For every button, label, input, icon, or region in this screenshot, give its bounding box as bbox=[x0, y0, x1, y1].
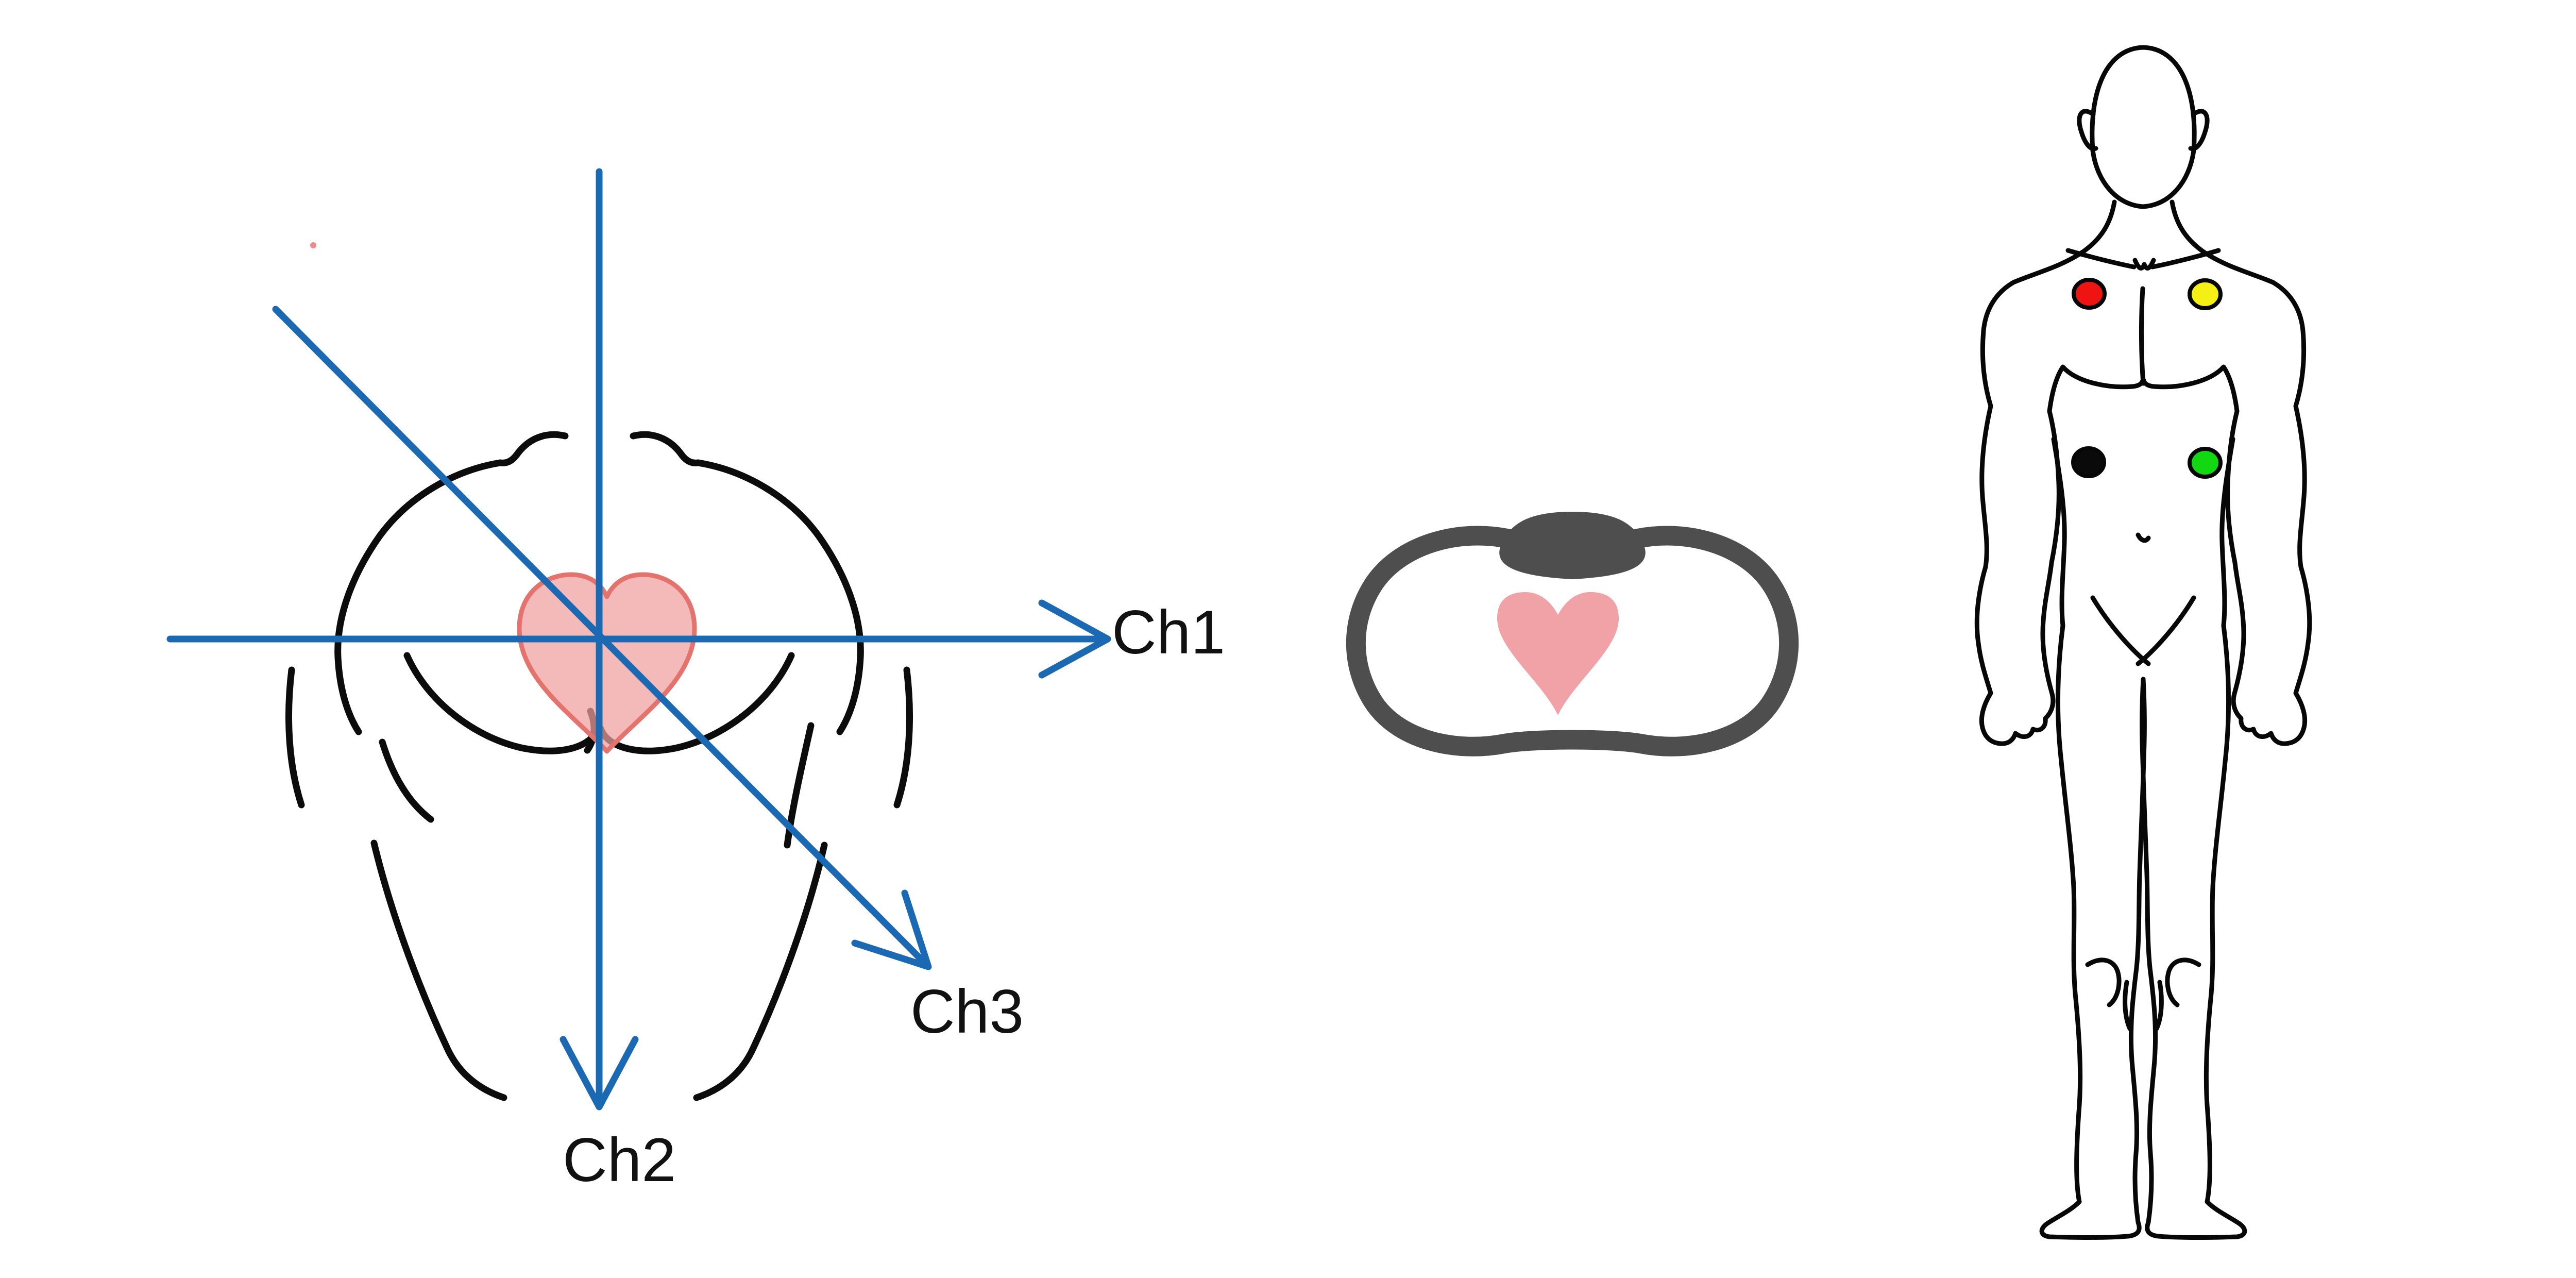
shoulder-right-line bbox=[694, 459, 864, 735]
body-right-half bbox=[2138, 111, 2310, 1237]
black-electrode bbox=[2071, 446, 2106, 478]
hip-crease-left-line bbox=[2093, 598, 2148, 664]
stray-pink-dot bbox=[310, 242, 316, 248]
torso-outline bbox=[285, 431, 913, 1101]
red-electrode bbox=[2072, 278, 2107, 310]
ch3-arrowhead-icon bbox=[851, 889, 932, 970]
leg-left-outline bbox=[2042, 626, 2144, 1237]
chest-cross-section bbox=[1346, 511, 1799, 756]
ch1-arrowhead-icon bbox=[1038, 599, 1111, 679]
shoulder-left-line bbox=[334, 459, 504, 735]
head-outline bbox=[2090, 45, 2197, 209]
body-electrode-diagram bbox=[1977, 45, 2310, 1237]
arm-right-outline bbox=[2228, 282, 2310, 744]
ch2-arrowhead-icon bbox=[560, 1036, 639, 1111]
knee-right-inner-detail bbox=[2157, 982, 2161, 1029]
knee-left-inner-detail bbox=[2125, 982, 2130, 1029]
body-outline bbox=[1977, 45, 2310, 1237]
arm-right-line bbox=[893, 666, 913, 809]
heart-icon bbox=[1497, 592, 1619, 715]
pec-right-line bbox=[2144, 367, 2237, 411]
ch3-axis-line bbox=[272, 306, 929, 967]
thorax-ring-outline bbox=[1346, 526, 1799, 756]
pectoral-left-line bbox=[403, 652, 601, 754]
arm-left-line bbox=[285, 666, 305, 809]
sternum-line bbox=[2139, 286, 2146, 386]
ch2-label: Ch2 bbox=[563, 1125, 676, 1195]
leg-right-outline bbox=[2142, 626, 2245, 1237]
vertebra-bump bbox=[1499, 511, 1646, 580]
clavicle-left-line bbox=[2068, 250, 2134, 267]
knee-right-detail bbox=[2167, 960, 2199, 1005]
waist-right-line bbox=[693, 842, 828, 1101]
pec-left-line bbox=[2049, 367, 2143, 411]
arm-left-outline bbox=[1977, 282, 2059, 744]
yellow-electrode bbox=[2188, 278, 2223, 310]
channel-vector-diagram: Ch1 Ch2 Ch3 bbox=[166, 168, 1225, 1195]
heart-icon bbox=[517, 572, 697, 754]
navel-mark bbox=[2136, 532, 2151, 543]
ch1-label: Ch1 bbox=[1112, 598, 1225, 667]
knee-left-detail bbox=[2088, 960, 2119, 1005]
serratus-left-line bbox=[379, 738, 434, 823]
green-electrode bbox=[2188, 447, 2223, 479]
channel-axes bbox=[166, 168, 1111, 1111]
hip-crease-right-line bbox=[2138, 598, 2194, 664]
trapezius-left-line bbox=[497, 431, 569, 466]
ch3-label: Ch3 bbox=[910, 977, 1024, 1046]
body-left-half bbox=[1977, 111, 2148, 1237]
neck-left-line bbox=[2013, 202, 2114, 282]
trapezius-right-line bbox=[630, 431, 702, 466]
neck-right-line bbox=[2172, 202, 2273, 282]
electrodes bbox=[2071, 278, 2223, 479]
waist-left-line bbox=[370, 839, 507, 1101]
clavicle-right-line bbox=[2153, 250, 2218, 267]
